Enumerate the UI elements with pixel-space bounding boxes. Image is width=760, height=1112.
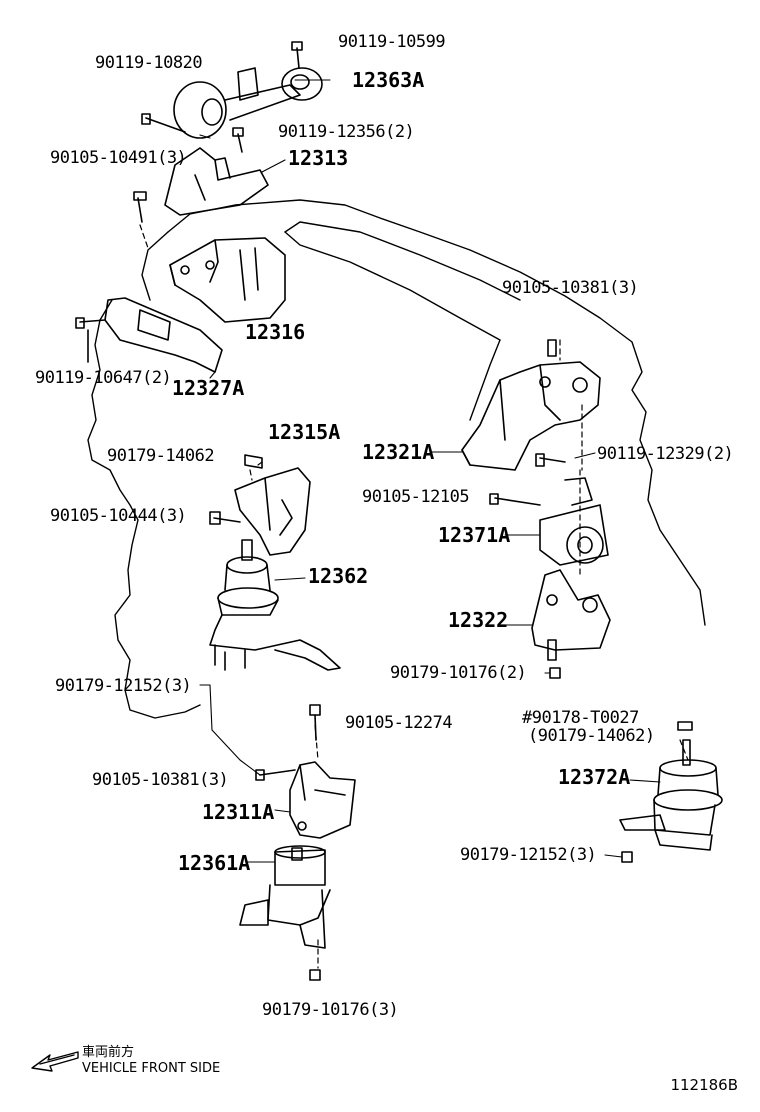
mount-12361A bbox=[239, 845, 331, 981]
part-label: 90105-12105 bbox=[362, 487, 470, 507]
part-label: 90179-10176(3) bbox=[262, 1000, 399, 1020]
part-label: #90178-T0027 bbox=[522, 708, 639, 728]
bracket-12321A bbox=[461, 339, 601, 471]
part-label: 90179-12152(3) bbox=[55, 676, 192, 696]
part-label: 90119-12329(2) bbox=[597, 444, 734, 464]
part-label: 12372A bbox=[558, 765, 631, 789]
mount-12371A bbox=[489, 477, 609, 566]
part-label: 12361A bbox=[178, 851, 251, 875]
part-label: 90179-14062 bbox=[107, 446, 215, 466]
part-label: 90179-12152(3) bbox=[460, 845, 597, 865]
part-label: 90105-10444(3) bbox=[50, 506, 187, 526]
part-label: 90105-12274 bbox=[345, 713, 453, 733]
bracket-12311A bbox=[255, 704, 356, 839]
part-label: 12363A bbox=[352, 68, 425, 92]
part-label: 90119-10820 bbox=[95, 53, 203, 73]
bracket-12316 bbox=[169, 237, 286, 323]
part-label: 90119-10599 bbox=[338, 32, 446, 52]
bracket-12322 bbox=[531, 569, 611, 679]
front-note-en: VEHICLE FRONT SIDE bbox=[82, 1061, 221, 1076]
part-label: 12321A bbox=[362, 440, 435, 464]
part-label: 90119-10647(2) bbox=[35, 368, 172, 388]
part-label: 12362 bbox=[308, 564, 369, 588]
part-label: 12327A bbox=[172, 376, 245, 400]
part-label: 12315A bbox=[268, 420, 341, 444]
engine-outline bbox=[87, 199, 706, 719]
part-label: (90179-14062) bbox=[528, 726, 655, 746]
diagram-ref-number: 112186B bbox=[670, 1076, 738, 1094]
mount-12362 bbox=[209, 539, 341, 671]
front-note-jp: 車両前方 bbox=[82, 1045, 135, 1060]
bracket-12315A bbox=[209, 454, 311, 556]
part-label: 12322 bbox=[448, 608, 509, 632]
mount-12372A bbox=[619, 721, 723, 863]
part-label: 12311A bbox=[202, 800, 275, 824]
leader-lines bbox=[199, 79, 661, 863]
part-label: 90105-10381(3) bbox=[92, 770, 229, 790]
leader-dashes bbox=[139, 224, 689, 969]
part-label: 12371A bbox=[438, 523, 511, 547]
part-label: 90105-10491(3) bbox=[50, 148, 187, 168]
part-label: 90105-10381(3) bbox=[502, 278, 639, 298]
part-label: 12316 bbox=[245, 320, 306, 344]
bracket-12327A bbox=[75, 297, 223, 373]
bracket-12313 bbox=[133, 147, 269, 223]
torque-rod-12363A bbox=[141, 41, 323, 153]
part-label: 12313 bbox=[288, 146, 349, 170]
part-label: 90179-10176(2) bbox=[390, 663, 527, 683]
part-label: 90119-12356(2) bbox=[278, 122, 415, 142]
arrow-left-down-icon bbox=[31, 1051, 79, 1072]
